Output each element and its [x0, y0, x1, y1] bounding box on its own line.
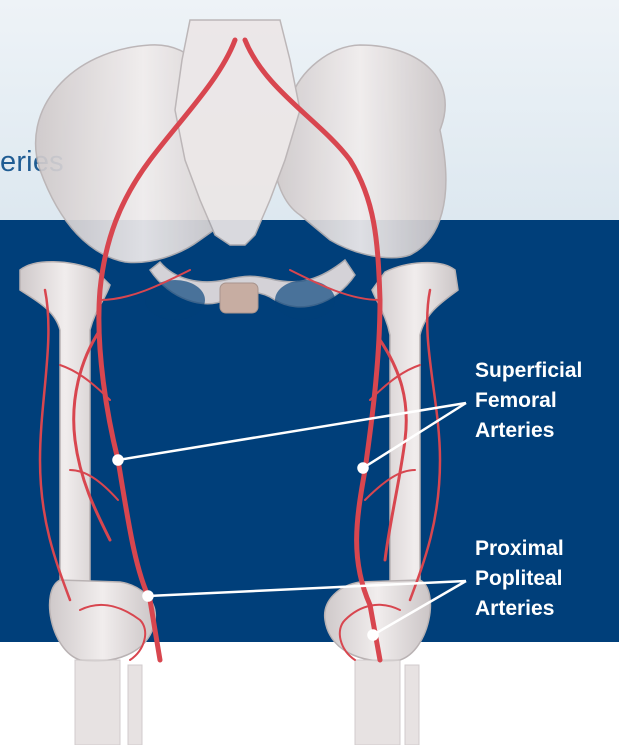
callout-line: Popliteal — [475, 564, 564, 594]
callout-line: Superficial — [475, 356, 582, 386]
callout-line: Proximal — [475, 534, 564, 564]
superficial-femoral-marker-left — [114, 456, 123, 465]
lower-legs — [75, 660, 419, 745]
proximal-popliteal-arteries-label: Proximal Popliteal Arteries — [475, 534, 564, 624]
callout-line: Femoral — [475, 386, 582, 416]
superficial-femoral-arteries-label: Superficial Femoral Arteries — [475, 356, 582, 446]
superficial-femoral-marker-right — [359, 464, 368, 473]
proximal-popliteal-marker-left — [144, 592, 153, 601]
callout-line: Arteries — [475, 416, 582, 446]
proximal-popliteal-marker-right — [369, 631, 378, 640]
callout-line: Arteries — [475, 594, 564, 624]
right-femur — [325, 263, 458, 662]
